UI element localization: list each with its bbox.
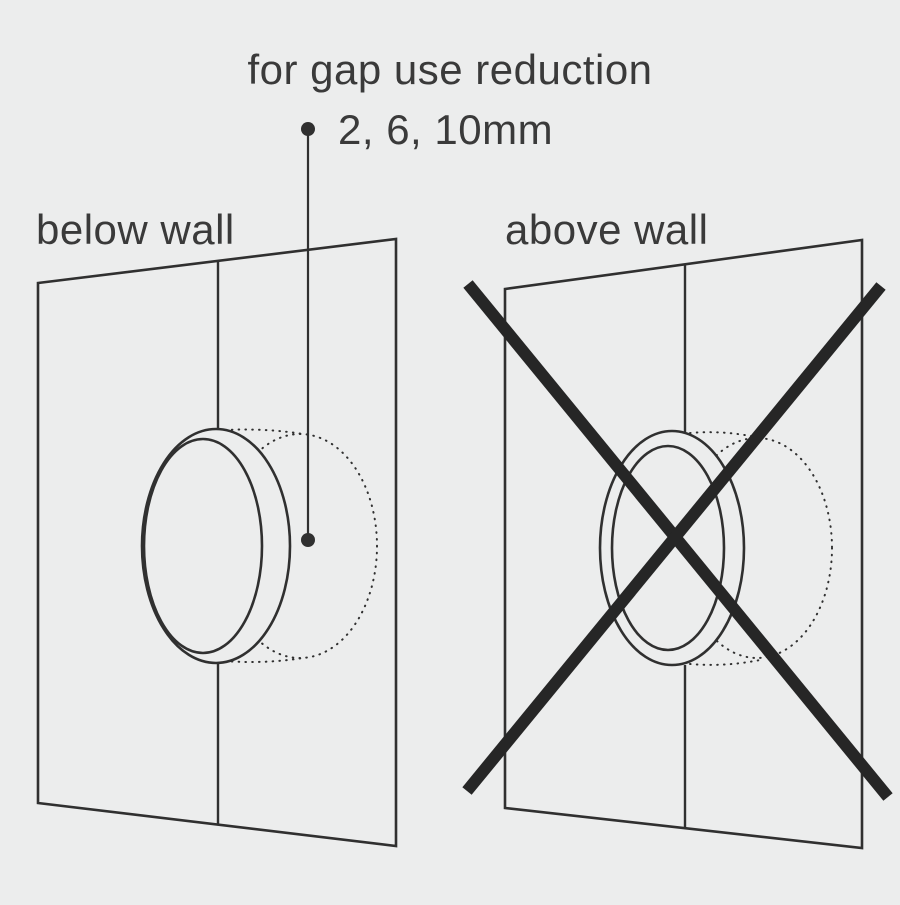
left-wall-outline xyxy=(36,237,398,848)
annotation-line-2: 2, 6, 10mm xyxy=(338,106,553,153)
cross-mark xyxy=(462,280,893,801)
right-wall-outline xyxy=(503,238,864,850)
leader-dot-top xyxy=(301,122,315,136)
right-panel-label: above wall xyxy=(505,206,708,253)
left-wall-figure xyxy=(36,237,398,848)
annotation-line-1: for gap use reduction xyxy=(247,46,652,93)
leader-dot-bottom xyxy=(301,533,315,547)
left-panel-label: below wall xyxy=(36,206,235,253)
left-knob-front-face xyxy=(142,437,264,655)
right-knob-dotted-connector-top xyxy=(689,431,761,439)
right-knob-dotted-connector-bottom xyxy=(689,659,761,666)
cross-line-2 xyxy=(462,282,886,795)
leader-line xyxy=(301,122,315,547)
left-knob-dotted-connector-top xyxy=(224,428,304,435)
right-knob-front-face xyxy=(610,444,726,652)
